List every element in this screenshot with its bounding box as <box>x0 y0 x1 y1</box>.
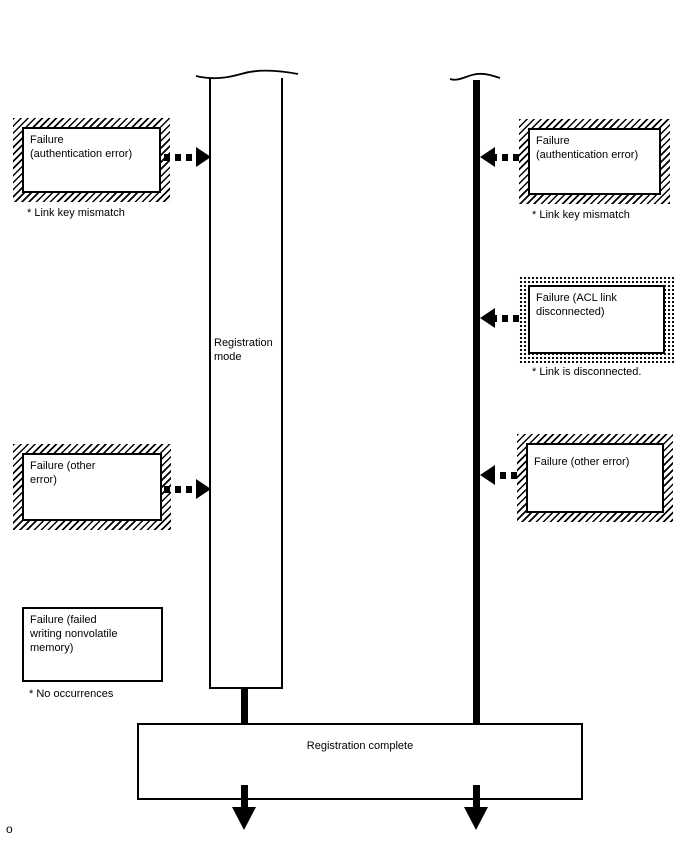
failure-box-other-right-inner: Failure (other error) <box>526 443 664 513</box>
arrow-head-right <box>196 479 211 499</box>
arrow-head-left <box>480 465 495 485</box>
dashed-arrow-left-other-icon <box>480 465 517 485</box>
break-squiggle-left-icon <box>195 69 299 80</box>
failure-box-other-left-inner: Failure (other error) <box>22 453 162 521</box>
corner-mark: o <box>6 822 13 836</box>
arrow-dashes <box>495 471 517 479</box>
left-connector <box>241 687 248 723</box>
failure-box-other-left: Failure (other error) <box>13 444 171 530</box>
failure-box-auth-right: Failure (authentication error) <box>519 119 670 204</box>
failure-box-auth-right-inner: Failure (authentication error) <box>528 128 661 195</box>
caption-link-disconnected: * Link is disconnected. <box>532 366 642 378</box>
break-squiggle-right-icon <box>449 72 501 81</box>
arrow-dashes <box>495 153 519 161</box>
dashed-arrow-right-other-icon <box>164 479 211 499</box>
failure-box-auth-left-inner: Failure (authentication error) <box>22 127 161 193</box>
registration-mode-bar: Registration mode <box>209 78 283 689</box>
right-lifeline <box>473 80 480 723</box>
failure-box-auth-right-label: Failure (authentication error) <box>536 135 639 161</box>
failure-box-acl-label: Failure (ACL link disconnected) <box>536 292 617 318</box>
dashed-arrow-left-auth-icon <box>480 147 519 167</box>
failure-box-auth-left-label: Failure (authentication error) <box>30 134 133 160</box>
failure-box-auth-left: Failure (authentication error) <box>13 118 170 202</box>
registration-mode-label: Registration mode <box>214 337 273 363</box>
arrow-head-left <box>480 147 495 167</box>
arrow-dashes <box>164 485 196 493</box>
failure-box-acl: Failure (ACL link disconnected) <box>519 276 674 363</box>
right-exit-arrow-head-icon <box>464 807 488 830</box>
caption-no-occurrences: * No occurrences <box>29 688 114 700</box>
registration-complete-label: Registration complete <box>306 740 414 752</box>
arrow-head-right <box>196 147 211 167</box>
right-exit-arrow-shaft <box>473 785 480 807</box>
failure-box-other-left-label: Failure (other error) <box>30 460 96 486</box>
dashed-arrow-right-auth-icon <box>164 147 211 167</box>
caption-link-key-mismatch-left: * Link key mismatch <box>27 207 125 219</box>
caption-link-key-mismatch-right: * Link key mismatch <box>532 209 630 221</box>
dashed-arrow-left-acl-icon <box>480 308 519 328</box>
arrow-dashes <box>495 314 519 322</box>
failure-box-other-right-label: Failure (other error) <box>534 456 630 468</box>
left-exit-arrow-shaft <box>241 785 248 807</box>
failure-box-nonvolatile-label: Failure (failed writing nonvolatile memo… <box>30 614 118 654</box>
arrow-head-left <box>480 308 495 328</box>
failure-box-other-right: Failure (other error) <box>517 434 673 522</box>
failure-box-nonvolatile: Failure (failed writing nonvolatile memo… <box>22 607 163 682</box>
registration-complete-box: Registration complete <box>137 723 583 800</box>
arrow-dashes <box>164 153 196 161</box>
failure-box-acl-inner: Failure (ACL link disconnected) <box>528 285 665 354</box>
left-exit-arrow-head-icon <box>232 807 256 830</box>
